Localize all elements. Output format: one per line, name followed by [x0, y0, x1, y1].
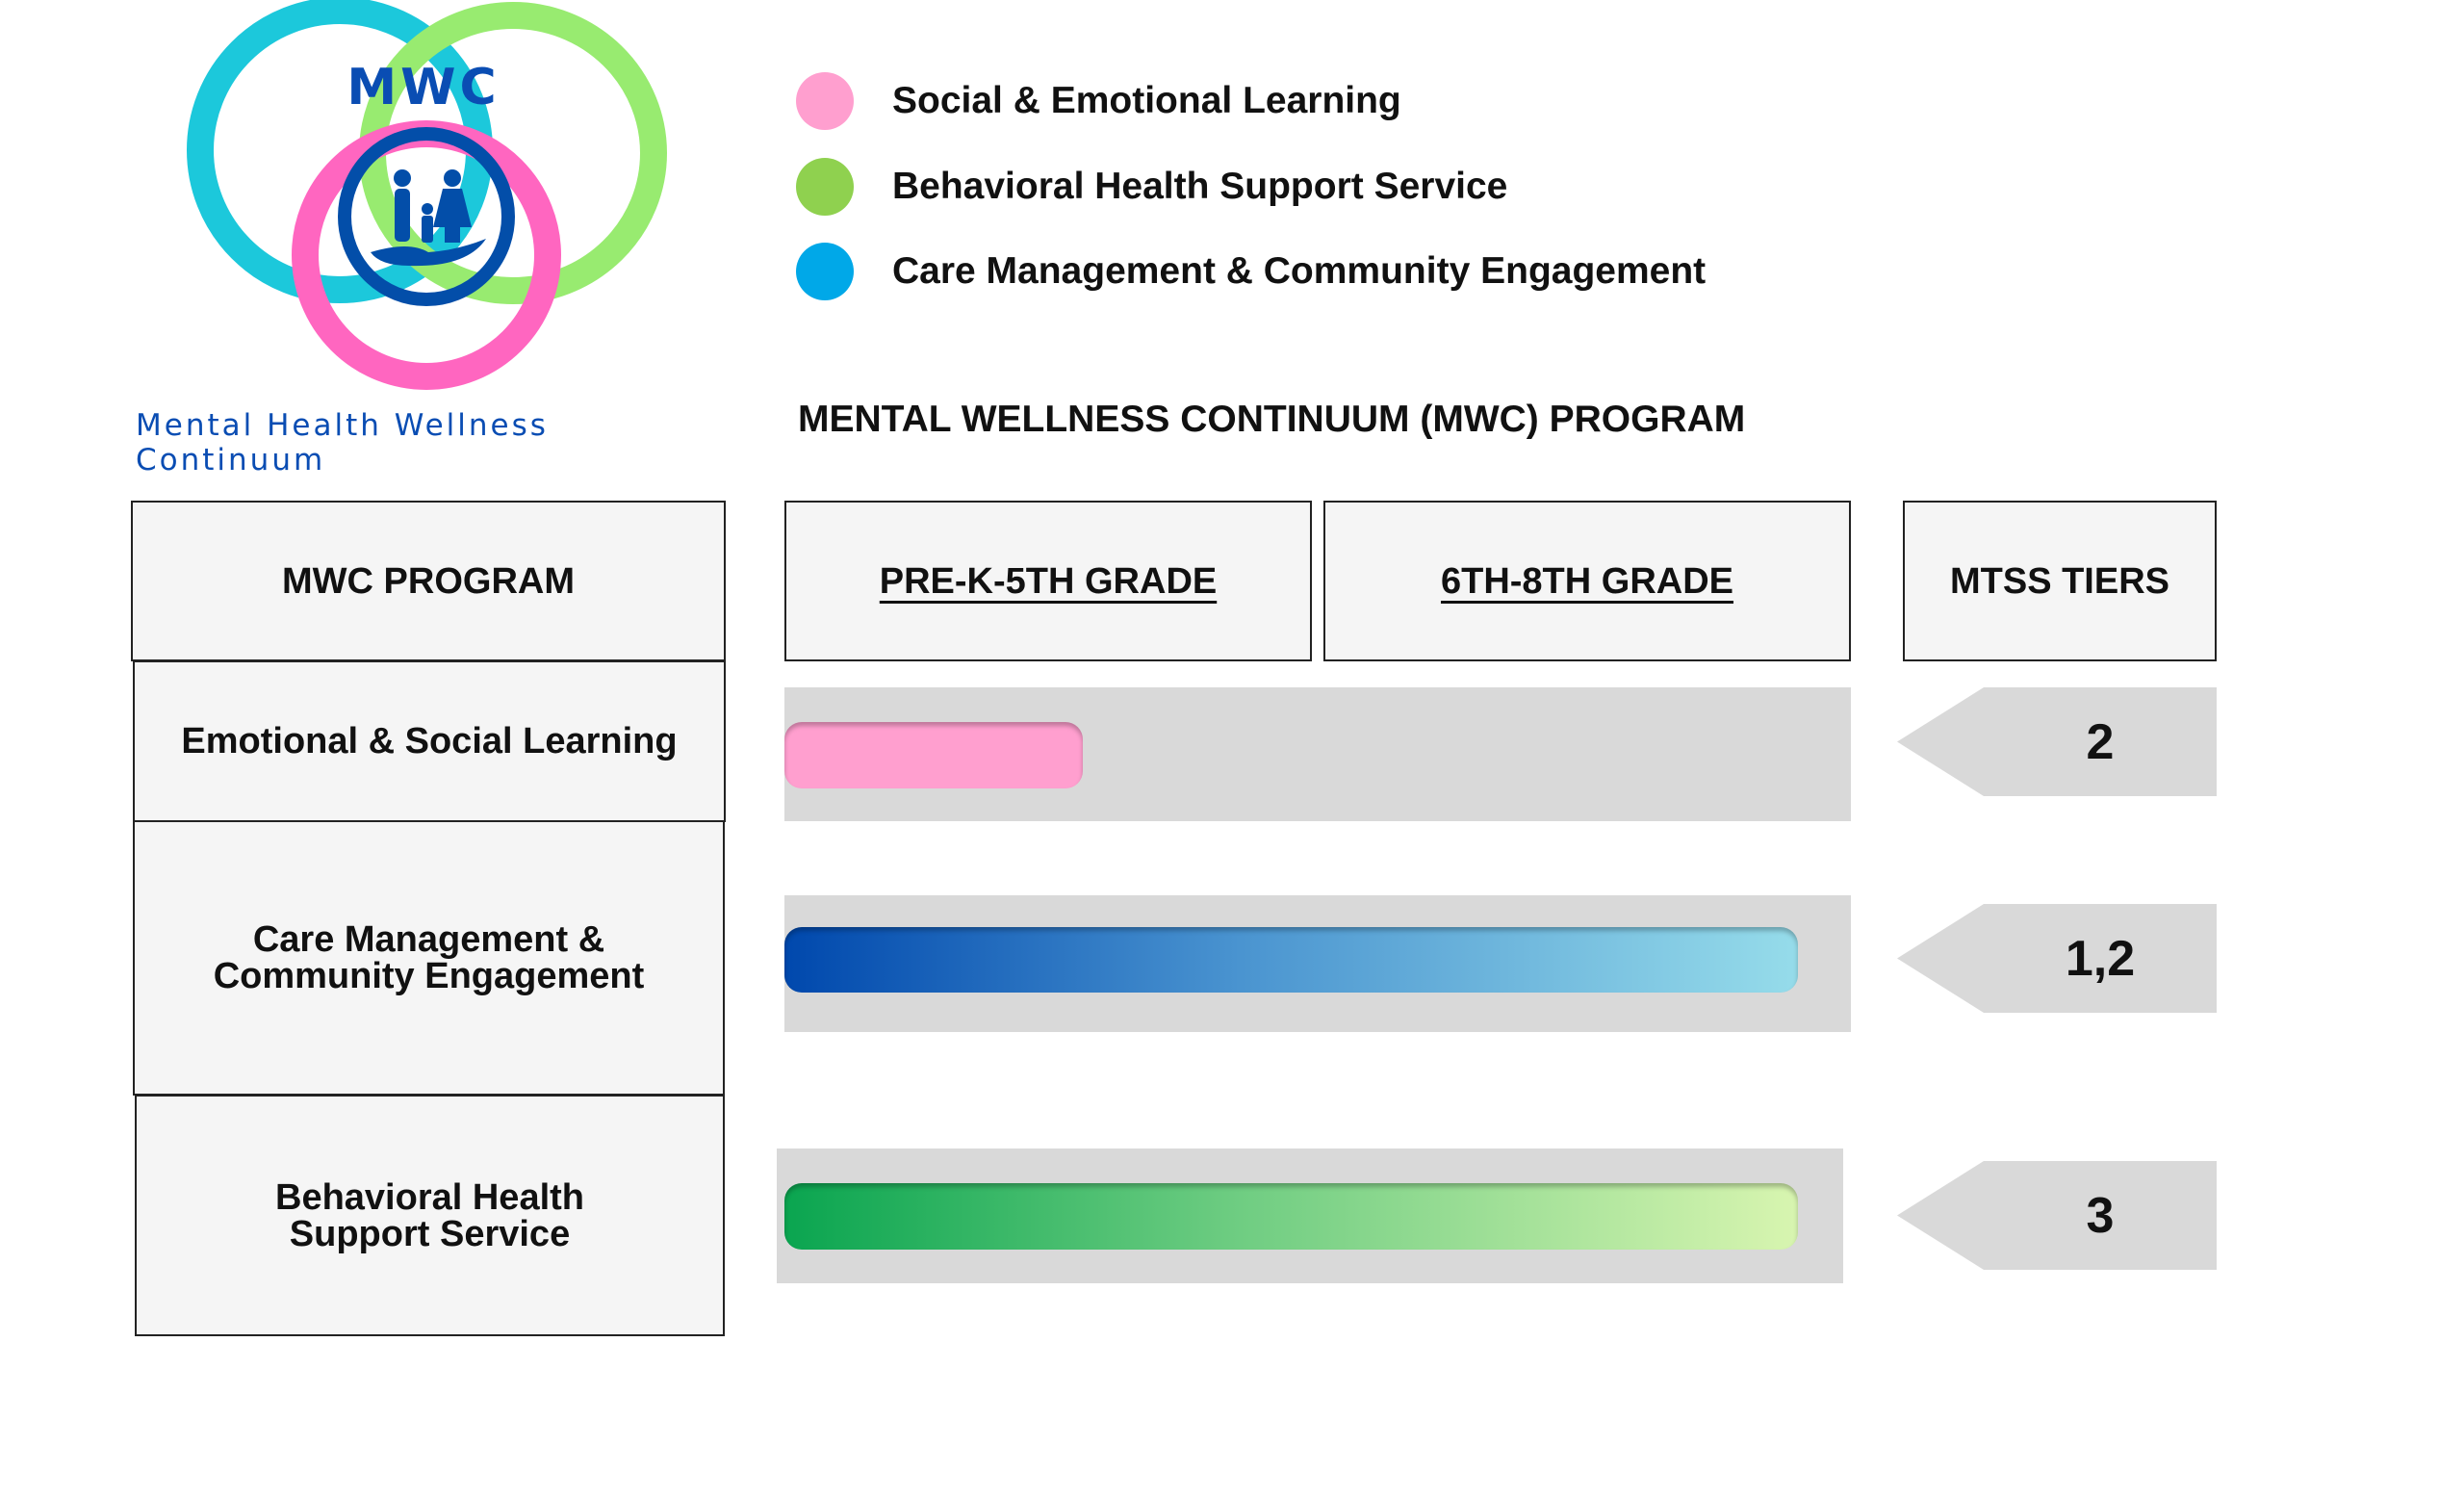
- legend-label: Social & Emotional Learning: [892, 80, 1401, 121]
- coverage-track: [784, 895, 1851, 1032]
- header-mtss-tiers: MTSS TIERS: [1903, 501, 2217, 661]
- tier-badge: 1,2: [1897, 904, 2217, 1013]
- coverage-track: [777, 1149, 1843, 1283]
- mwc-logo: MWC: [187, 0, 667, 390]
- legend-dot-pink: [796, 72, 854, 130]
- header-pre-k-5th: PRE-K-5TH GRADE: [879, 560, 1218, 602]
- logo-subtitle: Mental Health Wellness Continuum: [136, 408, 549, 477]
- legend-dot-green: [796, 158, 854, 216]
- row-label: Emotional & Social Learning: [133, 660, 726, 822]
- legend-dot-blue: [796, 243, 854, 300]
- legend-label: Care Management & Community Engagement: [892, 250, 1707, 292]
- tier-badge: 3: [1897, 1161, 2217, 1270]
- header-grade2-cell: 6TH-8TH GRADE: [1323, 501, 1851, 661]
- coverage-bar-social-emotional: [784, 722, 1084, 788]
- row-label: Care Management & Community Engagement: [133, 820, 725, 1096]
- page-title: MENTAL WELLNESS CONTINUUM (MWC) PROGRAM: [798, 399, 1746, 440]
- header-6th-8th: 6TH-8TH GRADE: [1440, 560, 1734, 602]
- header-grade1-cell: PRE-K-5TH GRADE: [784, 501, 1312, 661]
- logo-acronym: MWC: [346, 59, 500, 116]
- coverage-bar-care-management: [784, 927, 1798, 993]
- header-mwc-program: MWC PROGRAM: [131, 501, 726, 661]
- coverage-bar-behavioral-health: [784, 1183, 1798, 1250]
- row-label: Behavioral Health Support Service: [135, 1095, 725, 1336]
- coverage-track: [784, 687, 1851, 821]
- tier-badge: 2: [1897, 687, 2217, 796]
- legend-label: Behavioral Health Support Service: [892, 166, 1508, 207]
